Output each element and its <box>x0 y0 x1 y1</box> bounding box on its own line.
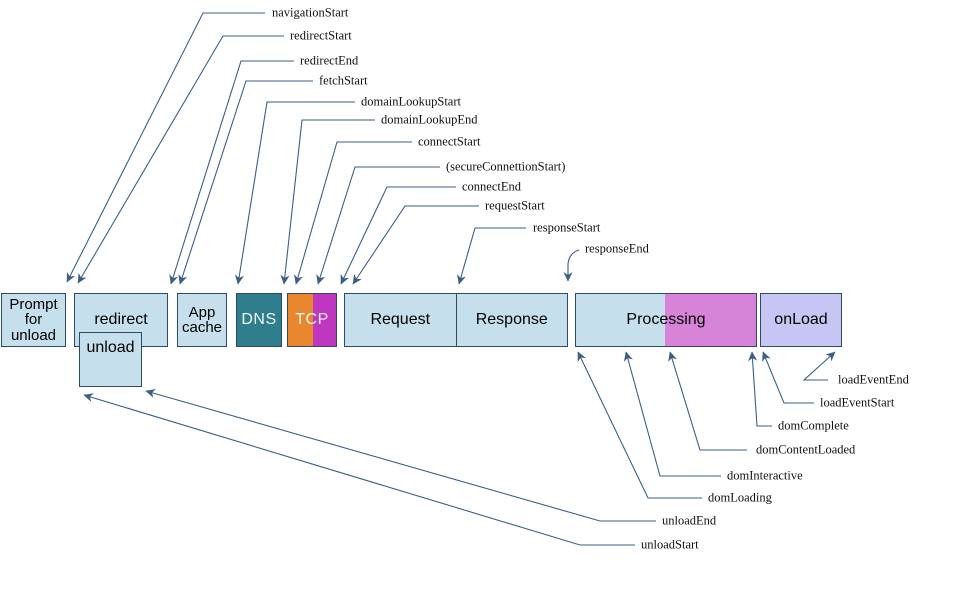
box-label: onLoad <box>774 311 828 328</box>
arrow-connect-end <box>340 186 456 285</box>
arrow-response-end <box>563 249 580 282</box>
arrow-dom-interactive <box>623 351 721 477</box>
arrow-response-start <box>457 227 526 285</box>
box-label: unload <box>86 339 135 356</box>
box-label: TCP <box>295 311 329 328</box>
label-navigation-start: navigationStart <box>272 5 349 20</box>
box-dns: DNS <box>236 293 282 347</box>
box-tcp: TCP <box>287 293 337 347</box>
box-request-response: Request Response <box>344 293 568 347</box>
arrow-request-start <box>352 205 479 285</box>
box-prompt-for-unload: Prompt for unload <box>1 293 66 347</box>
box-label: DNS <box>241 311 277 328</box>
arrow-connect-start <box>294 141 412 285</box>
arrow-dom-loading <box>577 351 702 499</box>
label-domain-lookup-start: domainLookupStart <box>361 94 461 109</box>
label-load-event-start: loadEventStart <box>820 395 895 410</box>
label-unload-start: unloadStart <box>641 537 699 552</box>
arrow-fetch-start <box>178 80 313 285</box>
label-dom-complete: domComplete <box>778 418 849 433</box>
arrow-dom-complete <box>748 351 772 427</box>
label-dom-content-loaded: domContentLoaded <box>756 442 856 457</box>
label-response-start: responseStart <box>533 220 601 235</box>
arrow-navigation-start <box>66 12 265 283</box>
arrow-secure-connection-start <box>316 166 440 285</box>
box-label: Processing <box>626 311 706 328</box>
arrow-load-event-end <box>802 351 836 381</box>
box-label: Request <box>370 311 431 328</box>
label-domain-lookup-end: domainLookupEnd <box>381 112 478 127</box>
box-app-cache: App cache <box>177 293 227 347</box>
box-processing: Processing <box>575 293 757 347</box>
arrow-redirect-end <box>169 60 294 285</box>
arrow-redirect-start <box>77 35 284 284</box>
arrow-unload-end <box>145 389 656 522</box>
label-unload-end: unloadEnd <box>662 513 717 528</box>
box-unload: unload <box>79 332 142 387</box>
arrow-domain-lookup-end <box>280 119 375 285</box>
label-redirect-end: redirectEnd <box>300 53 359 68</box>
label-fetch-start: fetchStart <box>319 73 368 88</box>
label-dom-loading: domLoading <box>708 490 772 505</box>
arrow-unload-start <box>83 393 635 546</box>
box-onload: onLoad <box>760 293 842 347</box>
arrow-load-event-start <box>762 351 814 404</box>
box-request: Request <box>345 294 456 346</box>
box-response: Response <box>455 294 568 346</box>
box-label: Prompt for unload <box>9 295 58 344</box>
label-connect-start: connectStart <box>418 134 481 149</box>
label-secure-connection-start: (secureConnettionStart) <box>446 159 566 174</box>
label-load-event-end: loadEventEnd <box>838 372 909 387</box>
label-dom-interactive: domInteractive <box>727 468 803 483</box>
box-label: redirect <box>94 311 148 328</box>
arrow-dom-content-loaded <box>668 351 747 451</box>
label-response-end: responseEnd <box>585 241 649 256</box>
label-request-start: requestStart <box>485 198 545 213</box>
label-redirect-start: redirectStart <box>290 28 352 43</box>
label-connect-end: connectEnd <box>462 179 522 194</box>
box-label: Response <box>475 311 548 328</box>
arrow-domain-lookup-start <box>234 101 355 285</box>
box-label: App cache <box>181 303 223 336</box>
